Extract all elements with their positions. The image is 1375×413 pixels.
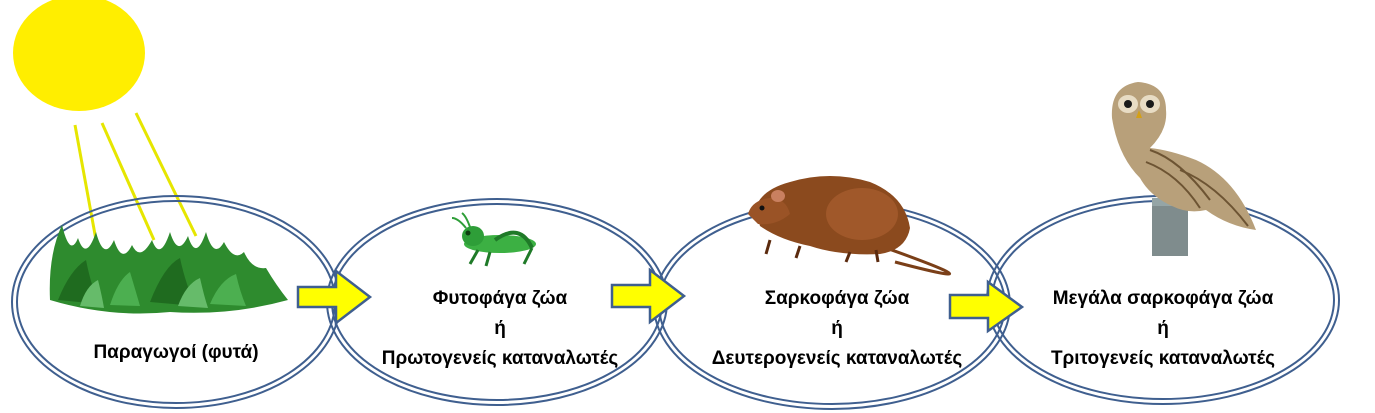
rat-icon — [748, 176, 952, 276]
arrow-right-icon — [610, 267, 687, 325]
owl-icon — [1111, 82, 1256, 256]
stage-label-line: ή — [1157, 318, 1169, 339]
stage-label-tertiary-consumers: Μεγάλα σαρκοφάγα ζώα ή Τριτογενείς καταν… — [1000, 284, 1326, 374]
stage-label-secondary-consumers: Σαρκοφάγα ζώα ή Δευτερογενείς καταναλωτέ… — [670, 284, 1004, 374]
arrow-right-icon — [296, 268, 373, 326]
plants-icon — [49, 225, 288, 314]
stage-label-line: ή — [831, 318, 843, 339]
stage-label-line: ή — [494, 318, 506, 339]
stage-label-line: Παραγωγοί (φυτά) — [93, 342, 259, 363]
stage-label-primary-consumers: Φυτοφάγα ζώα ή Πρωτογενείς καταναλωτές — [340, 284, 660, 374]
stage-label-line: Δευτερογενείς καταναλωτές — [711, 348, 963, 369]
sun-icon — [13, 0, 198, 241]
arrow-right-icon — [948, 279, 1025, 334]
stage-label-line: Τριτογενείς καταναλωτές — [1050, 348, 1276, 369]
stage-label-line: Πρωτογενείς καταναλωτές — [381, 348, 619, 369]
grasshopper-icon — [451, 212, 536, 267]
stage-label-line: Φυτοφάγα ζώα — [432, 288, 568, 309]
stage-label-line: Μεγάλα σαρκοφάγα ζώα — [1052, 288, 1274, 309]
stage-label-line: Σαρκοφάγα ζώα — [764, 288, 910, 309]
stage-label-producers: Παραγωγοί (φυτά) — [18, 338, 334, 368]
